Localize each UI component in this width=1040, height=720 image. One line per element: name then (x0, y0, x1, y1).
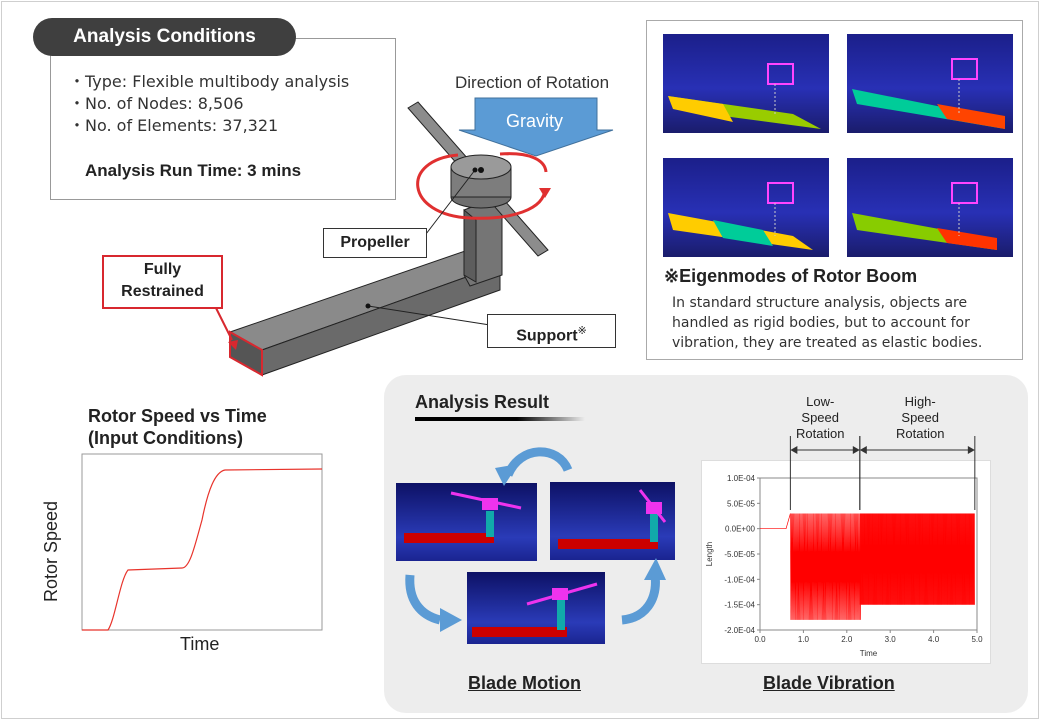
vibration-chart: 1.0E-04 5.0E-05 0.0E+00 -5.0E-05 -1.0E-04 -1.… (705, 436, 983, 658)
rotor-speed-chart (81, 453, 323, 631)
condition-type: Type: Flexible multibody analysis (69, 71, 349, 93)
region-arrowhead-left (859, 446, 867, 454)
rotor-speed-curve (82, 468, 323, 631)
cycle-arrow-top-icon (495, 464, 518, 486)
x-tick-label: 5.0 (971, 635, 983, 644)
support-tag: Support※ (487, 314, 616, 348)
y-tick-label: -1.0E-04 (724, 575, 755, 584)
conditions-list: Type: Flexible multibody analysis No. of… (69, 71, 349, 137)
x-tick-label: 1.0 (798, 635, 810, 644)
y-tick-label: -5.0E-05 (724, 550, 755, 559)
run-time: Analysis Run Time: 3 mins (85, 161, 302, 180)
direction-of-rotation-label: Direction of Rotation (455, 73, 610, 92)
region-arrowhead-right (852, 446, 860, 454)
analysis-result-title: Analysis Result (415, 392, 550, 412)
support-label: Support (516, 327, 578, 345)
y-axis-label: Length (705, 542, 714, 566)
eigenmode-image-4 (847, 158, 1013, 257)
eigenmodes-description: In standard structure analysis, objects … (672, 295, 983, 351)
high-speed-label: High- Speed Rotation (896, 394, 945, 441)
eigenmodes-title: ※Eigenmodes of Rotor Boom (664, 266, 918, 286)
rotor-chart-title-line1: Rotor Speed vs Time (88, 406, 267, 426)
low-speed-label: Low- Speed Rotation (796, 394, 845, 441)
y-tick-label: 1.0E-04 (727, 474, 756, 483)
condition-elements: No. of Elements: 37,321 (69, 115, 349, 137)
rotor-chart-title-line2: (Input Conditions) (88, 428, 243, 448)
high-speed-signal-band (859, 513, 975, 605)
blade-motion-frame-3 (467, 572, 605, 644)
y-tick-label: 0.0E+00 (725, 525, 756, 534)
cycle-arrow-right-icon (644, 558, 666, 580)
x-tick-label: 0.0 (754, 635, 766, 644)
x-tick-label: 3.0 (885, 635, 897, 644)
region-arrowhead-left (790, 446, 798, 454)
blade-motion-caption: Blade Motion (468, 673, 581, 693)
eigenmode-image-2 (847, 34, 1013, 133)
rotor-chart-ylabel: Rotor Speed (41, 500, 61, 602)
rotor-chart-xlabel: Time (180, 634, 220, 654)
y-tick-label: 5.0E-05 (727, 499, 756, 508)
gravity-arrow (458, 97, 614, 157)
x-tick-label: 4.0 (928, 635, 940, 644)
x-tick-label: 2.0 (841, 635, 853, 644)
support-mark: ※ (577, 325, 587, 337)
analysis-conditions-panel: Type: Flexible multibody analysis No. of… (50, 38, 396, 200)
y-tick-label: -2.0E-04 (724, 626, 755, 635)
eigenmode-image-1 (663, 34, 829, 133)
cycle-arrows (405, 447, 666, 632)
condition-nodes: No. of Nodes: 8,506 (69, 93, 349, 115)
gravity-label: Gravity (506, 111, 564, 131)
cycle-arrow-left-icon (440, 608, 462, 632)
rotor-chart-title: Rotor Speed vs Time (Input Conditions) (88, 405, 267, 449)
blade-vibration-caption: Blade Vibration (763, 673, 895, 693)
rotor-model-illustration (211, 97, 614, 377)
y-tick-label: -1.5E-04 (724, 601, 755, 610)
eigenmode-image-3 (663, 158, 829, 257)
result-title-underline (415, 417, 585, 421)
fully-restrained-label: Fully Restrained (102, 255, 223, 309)
analysis-conditions-tab: Analysis Conditions (33, 18, 296, 56)
blade-motion-frame-2 (550, 482, 675, 560)
x-axis-label: Time (860, 649, 878, 658)
propeller-label: Propeller (323, 228, 427, 258)
region-arrowhead-right (967, 446, 975, 454)
blade-motion-frame-1 (396, 483, 537, 561)
